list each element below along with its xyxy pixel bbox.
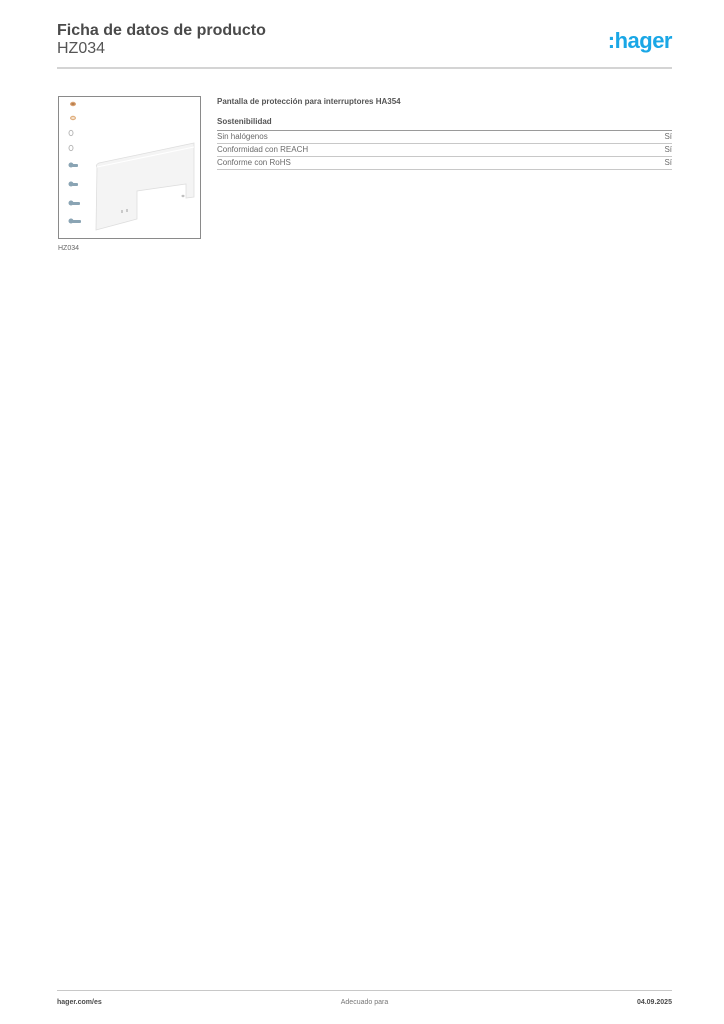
spec-value: Sí	[664, 158, 672, 167]
spec-row: Sin halógenos Sí	[217, 131, 672, 144]
page-header: Ficha de datos de producto HZ034 :hager	[57, 22, 673, 58]
document-date: 04.09.2025	[636, 999, 672, 1006]
spec-value: Sí	[664, 132, 672, 141]
image-caption: HZ034	[58, 245, 80, 252]
spec-label: Conformidad con REACH	[217, 145, 309, 154]
spec-row: Conformidad con REACH Sí	[217, 144, 672, 157]
spec-label: Conforme con RoHS	[217, 158, 291, 167]
product-content: Pantalla de protección para interruptore…	[217, 97, 672, 170]
product-code: HZ034	[57, 40, 106, 57]
protection-screen-with-screws-icon	[68, 101, 195, 231]
document-title: Ficha de datos de producto	[57, 22, 266, 39]
hager-logo: :hager	[607, 28, 673, 53]
page-footer: hager.com/es Adecuado para 04.09.2025	[57, 998, 672, 1008]
product-description: Pantalla de protección para interruptore…	[217, 97, 401, 106]
spec-row: Conforme con RoHS Sí	[217, 157, 672, 170]
website-link[interactable]: hager.com/es	[57, 999, 102, 1006]
footer-divider	[57, 990, 672, 991]
spec-value: Sí	[664, 145, 672, 154]
spec-label: Sin halógenos	[217, 132, 268, 141]
suitable-for-text: Adecuado para	[340, 999, 389, 1006]
section-sustainability: Sostenibilidad Sin halógenos Sí Conformi…	[217, 117, 672, 170]
header-divider	[57, 67, 672, 69]
section-title: Sostenibilidad	[217, 117, 672, 131]
product-image	[58, 96, 201, 239]
